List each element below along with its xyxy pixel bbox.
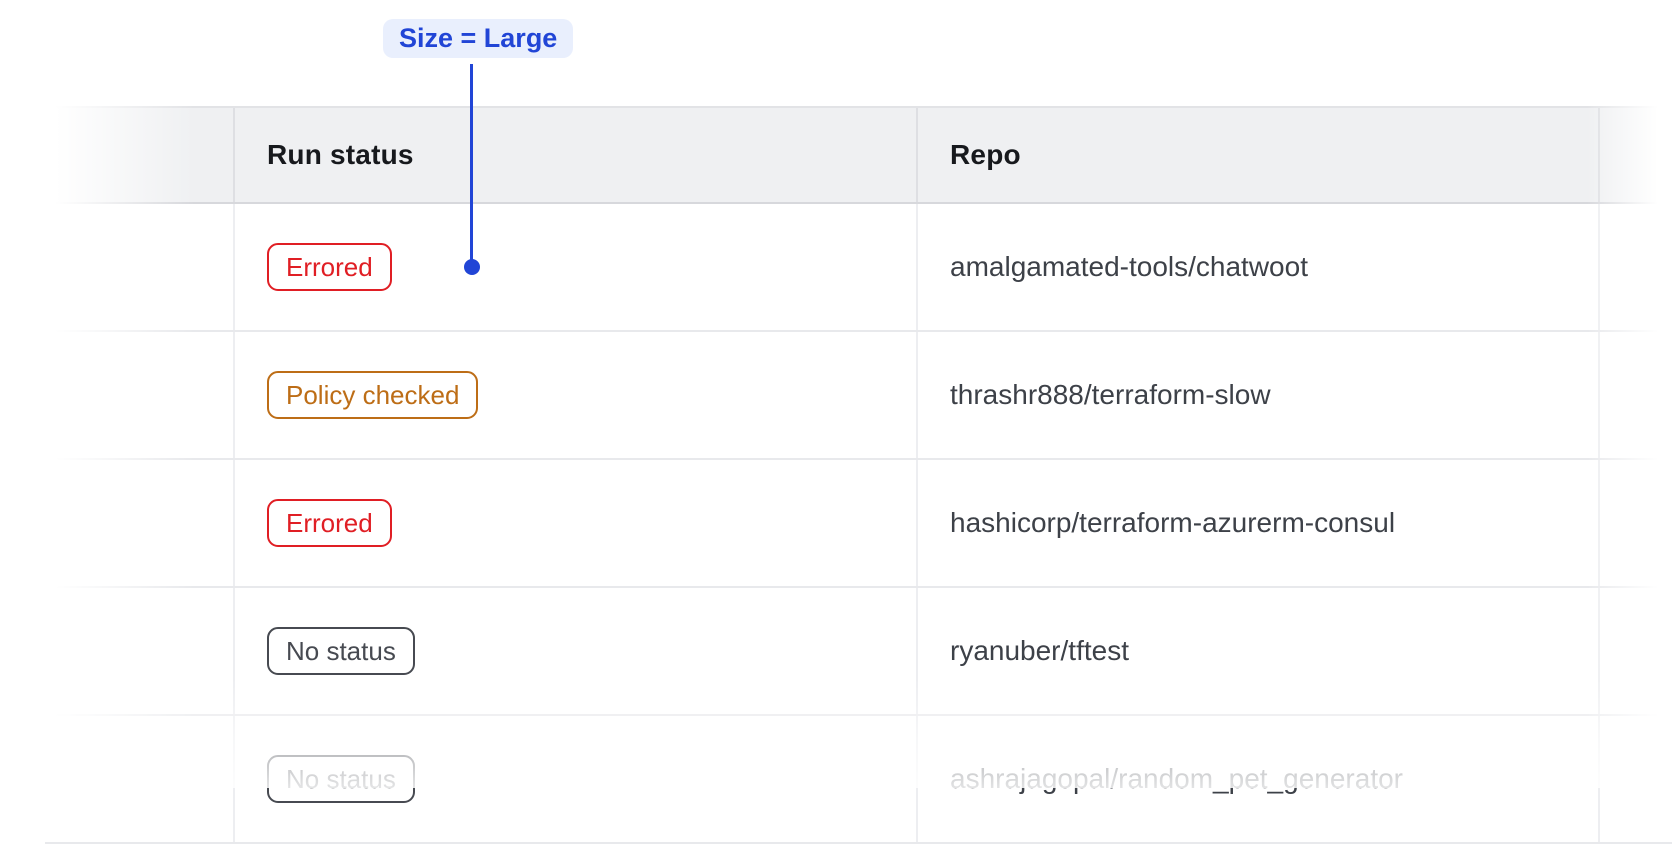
run-status-cell: Errored (233, 460, 916, 586)
row-cell-extra (1598, 332, 1672, 458)
header-cell-empty (45, 108, 233, 202)
repo-cell: ashrajagopal/random_pet_generator (916, 716, 1598, 842)
run-status-column-header: Run status (267, 139, 414, 170)
repo-column-header: Repo (950, 139, 1021, 170)
header-cell-run-status: Run status (233, 108, 916, 202)
row-cell-extra (1598, 588, 1672, 714)
status-badge: No status (267, 755, 415, 803)
status-badge: Errored (267, 243, 392, 291)
row-cell-empty (45, 588, 233, 714)
repo-cell: amalgamated-tools/chatwoot (916, 204, 1598, 330)
row-cell-empty (45, 460, 233, 586)
table-row[interactable]: Policy checked thrashr888/terraform-slow (45, 332, 1672, 460)
run-status-cell: No status (233, 716, 916, 842)
row-cell-extra (1598, 460, 1672, 586)
run-status-cell: No status (233, 588, 916, 714)
repo-cell-text: amalgamated-tools/chatwoot (950, 251, 1308, 282)
table-row[interactable]: Errored amalgamated-tools/chatwoot (45, 204, 1672, 332)
run-status-cell: Errored (233, 204, 916, 330)
table-row[interactable]: Errored hashicorp/terraform-azurerm-cons… (45, 460, 1672, 588)
status-badge: Errored (267, 499, 392, 547)
repo-cell: hashicorp/terraform-azurerm-consul (916, 460, 1598, 586)
row-cell-extra (1598, 716, 1672, 842)
row-cell-empty (45, 716, 233, 842)
table-row[interactable]: No status ashrajagopal/random_pet_genera… (45, 716, 1672, 844)
runs-table: Run status Repo Errored amalgamated-tool… (45, 106, 1672, 844)
repo-cell: thrashr888/terraform-slow (916, 332, 1598, 458)
size-annotation-label: Size = Large (383, 19, 574, 58)
row-cell-empty (45, 204, 233, 330)
status-badge: No status (267, 627, 415, 675)
repo-cell-text: hashicorp/terraform-azurerm-consul (950, 507, 1396, 538)
table-header-row: Run status Repo (45, 108, 1672, 204)
repo-cell-text: ashrajagopal/random_pet_generator (950, 763, 1403, 794)
row-cell-extra (1598, 204, 1672, 330)
repo-cell-text: ryanuber/tftest (950, 635, 1129, 666)
status-badge: Policy checked (267, 371, 479, 419)
run-status-cell: Policy checked (233, 332, 916, 458)
table-body: Errored amalgamated-tools/chatwoot Polic… (45, 204, 1672, 844)
repo-cell: ryanuber/tftest (916, 588, 1598, 714)
header-cell-repo: Repo (916, 108, 1598, 202)
header-cell-extra (1598, 108, 1672, 202)
repo-cell-text: thrashr888/terraform-slow (950, 379, 1271, 410)
table-row[interactable]: No status ryanuber/tftest (45, 588, 1672, 716)
row-cell-empty (45, 332, 233, 458)
